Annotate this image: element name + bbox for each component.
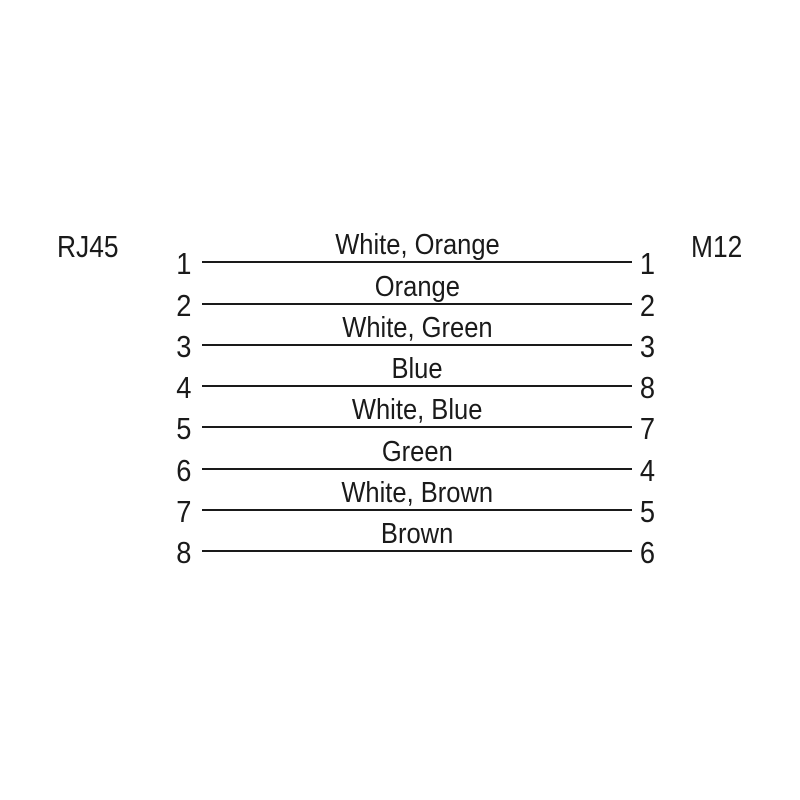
left-pin-number: 3 bbox=[176, 329, 192, 365]
wire-color-label: Blue bbox=[391, 353, 443, 386]
right-pin-number: 8 bbox=[639, 370, 656, 406]
wire-color-label: White, Brown bbox=[341, 477, 493, 510]
wire-line: Brown bbox=[202, 511, 632, 553]
wire-row: 8 Brown 6 bbox=[160, 511, 672, 569]
wire-color-label: Brown bbox=[380, 518, 454, 551]
wire-line: Blue bbox=[202, 346, 632, 388]
right-pin-number: 4 bbox=[639, 452, 656, 488]
left-pin-number: 5 bbox=[176, 411, 192, 447]
wire-color-label: Green bbox=[381, 435, 453, 468]
wire-row: 1 White, Orange 1 bbox=[160, 222, 672, 280]
wire-row: 7 White, Brown 5 bbox=[160, 470, 672, 528]
left-pin-number: 4 bbox=[176, 370, 192, 406]
left-pin-number: 1 bbox=[176, 246, 192, 282]
right-pin-number: 5 bbox=[639, 494, 656, 530]
wire-color-label: White, Orange bbox=[334, 229, 500, 262]
right-pin-number: 1 bbox=[639, 246, 656, 282]
wire-row: 6 Green 4 bbox=[160, 428, 672, 486]
right-pin-number: 3 bbox=[639, 329, 656, 365]
wire-line: Green bbox=[202, 428, 632, 470]
wire-line: White, Green bbox=[202, 305, 632, 346]
wire-color-label: Orange bbox=[374, 270, 460, 303]
left-pin-number: 8 bbox=[176, 535, 192, 571]
right-pin-number: 6 bbox=[639, 535, 656, 571]
wire-row: 3 White, Green 3 bbox=[160, 305, 672, 362]
wire-color-label: White, Green bbox=[341, 311, 493, 344]
left-pin-number: 7 bbox=[176, 494, 192, 530]
left-connector-label: RJ45 bbox=[57, 229, 119, 264]
wire-line: Orange bbox=[202, 263, 632, 305]
wire-line: White, Blue bbox=[202, 387, 632, 429]
left-pin-number: 2 bbox=[176, 287, 192, 323]
wire-color-label: White, Blue bbox=[351, 394, 483, 427]
right-pin-number: 7 bbox=[639, 411, 656, 447]
wire-row: 4 Blue 8 bbox=[160, 346, 672, 404]
wire-rows: 1 White, Orange 1 2 Orange 2 3 White, Gr… bbox=[160, 222, 672, 569]
left-pin-number: 6 bbox=[176, 452, 192, 488]
wire-row: 5 White, Blue 7 bbox=[160, 387, 672, 445]
wire-line: White, Brown bbox=[202, 470, 632, 512]
right-pin-number: 2 bbox=[639, 287, 656, 323]
right-connector-label: M12 bbox=[691, 229, 743, 264]
wire-row: 2 Orange 2 bbox=[160, 263, 672, 321]
wire-line: White, Orange bbox=[202, 222, 632, 264]
